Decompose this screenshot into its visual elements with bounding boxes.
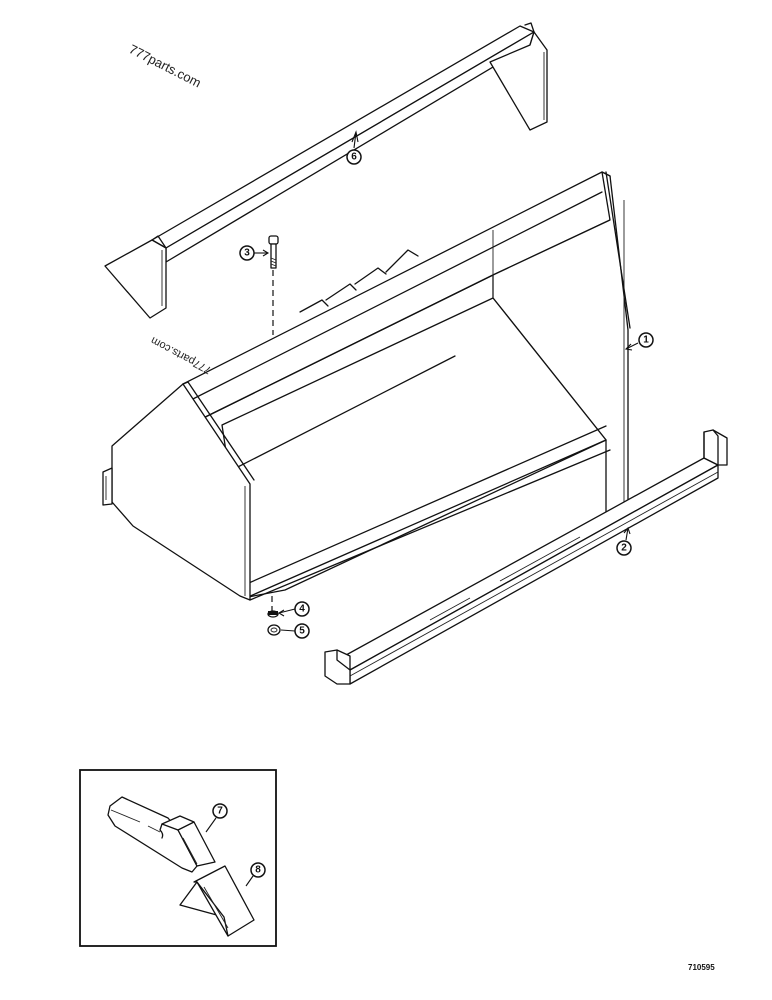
svg-text:3: 3 [244, 248, 250, 259]
callout-3[interactable]: 3 [239, 245, 270, 261]
svg-text:2: 2 [621, 543, 627, 554]
watermark-bucket: 777parts.com [149, 334, 213, 376]
part-5-nut [267, 624, 281, 636]
callout-5[interactable]: 5 [280, 623, 310, 639]
callout-7[interactable]: 7 [205, 803, 228, 833]
part-6-top-strip [104, 22, 548, 319]
svg-text:6: 6 [351, 152, 357, 163]
svg-text:4: 4 [299, 604, 305, 615]
svg-text:5: 5 [299, 626, 305, 637]
part-4-washer [267, 610, 279, 618]
svg-text:1: 1 [643, 335, 649, 346]
callout-2[interactable]: 2 [616, 526, 632, 556]
callout-8[interactable]: 8 [245, 862, 266, 887]
part-8-tooth-tip [179, 865, 255, 937]
drawing-number: 710595 [688, 963, 715, 972]
watermark-top: 777parts.com [127, 41, 204, 90]
callout-6[interactable]: 6 [346, 130, 362, 165]
callout-1[interactable]: 1 [624, 332, 654, 351]
part-1-bucket [102, 171, 631, 612]
part-3-bolt [268, 235, 279, 335]
part-2-cutting-edge [324, 429, 728, 685]
svg-text:7: 7 [217, 806, 223, 817]
inset-frame [79, 769, 277, 947]
part-7-tooth-adapter [107, 796, 216, 873]
callout-4[interactable]: 4 [277, 601, 310, 617]
svg-text:8: 8 [255, 865, 261, 876]
